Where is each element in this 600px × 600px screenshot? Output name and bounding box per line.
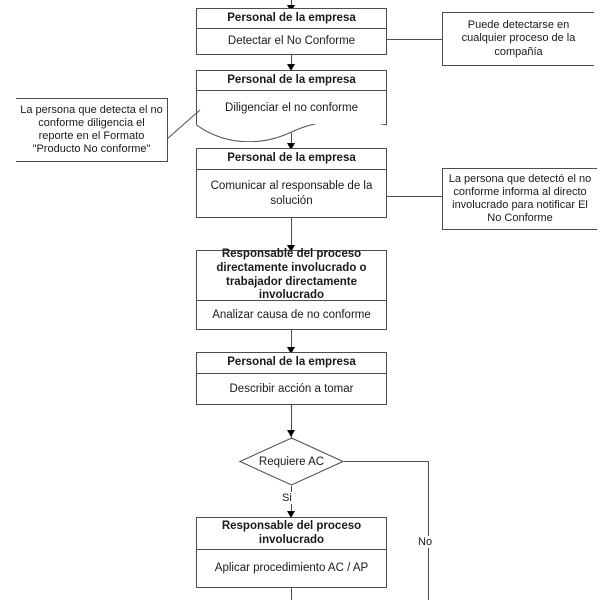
node-6-body: Aplicar procedimiento AC / AP	[214, 562, 369, 575]
edge-label-no: No	[417, 536, 434, 548]
connector-note2-to-node2	[166, 109, 201, 140]
arrowhead-into-decision	[286, 430, 295, 437]
node-4-header: Responsable del proceso directamente inv…	[197, 248, 386, 301]
arrowhead-into-node-4	[286, 245, 295, 252]
note-persona-detecto-informa: La persona que detectó el no conforme in…	[442, 168, 597, 230]
connector-node6-down	[291, 588, 292, 600]
connector-node1-to-node2	[291, 55, 292, 67]
connector-decision-no-vertical	[428, 461, 429, 600]
node-2-body: Diligenciar el no conforme	[225, 101, 358, 114]
node-describir-accion[interactable]: Personal de la empresa Describir acción …	[196, 352, 387, 405]
connector-node2-to-node3	[291, 133, 292, 149]
node-3-header: Personal de la empresa	[197, 149, 386, 170]
arrowhead-into-node-2	[286, 64, 295, 71]
node-detectar-no-conforme[interactable]: Personal de la empresa Detectar el No Co…	[196, 8, 387, 55]
connector-node3-to-note3	[387, 196, 442, 197]
node-5-header: Personal de la empresa	[197, 353, 386, 374]
node-1-body: Detectar el No Conforme	[227, 35, 356, 48]
node-diligenciar-no-conforme[interactable]: Personal de la empresa Diligenciar el no…	[196, 70, 387, 125]
connector-top-in	[291, 0, 292, 8]
edge-label-yes: Si	[281, 492, 293, 504]
node-3-body: Comunicar al responsable de la solución	[210, 180, 373, 207]
note-puede-detectarse: Puede detectarse en cualquier proceso de…	[442, 12, 594, 66]
connector-node4-to-node5	[291, 330, 292, 355]
node-aplicar-procedimiento[interactable]: Responsable del proceso involucrado Apli…	[196, 517, 387, 588]
arrowhead-into-node-6	[286, 511, 295, 518]
diamond-shape-icon	[239, 437, 344, 486]
node-2-header: Personal de la empresa	[197, 71, 386, 91]
connector-decision-no-horizontal	[344, 461, 429, 462]
arrowhead-into-node-3	[286, 143, 295, 150]
note-2-text: La persona que detecta el no conforme di…	[20, 103, 163, 156]
node-diligenciar-no-conforme-wrap: Personal de la empresa Diligenciar el no…	[196, 70, 387, 142]
document-wavy-bottom-icon	[196, 124, 387, 142]
note-persona-diligencia-reporte: La persona que detecta el no conforme di…	[16, 98, 168, 162]
connector-node5-to-decision	[291, 405, 292, 438]
node-comunicar-responsable[interactable]: Personal de la empresa Comunicar al resp…	[196, 148, 387, 218]
node-1-header: Personal de la empresa	[197, 9, 386, 29]
arrowhead-into-node-5	[286, 347, 295, 354]
node-analizar-causa[interactable]: Responsable del proceso directamente inv…	[196, 248, 387, 330]
node-6-header: Responsable del proceso involucrado	[197, 518, 386, 550]
note-1-text: Puede detectarse en cualquier proceso de…	[461, 19, 576, 58]
connector-node3-to-node4	[291, 218, 292, 252]
connector-node1-to-note1	[387, 39, 442, 40]
node-4-body: Analizar causa de no conforme	[212, 308, 371, 321]
note-3-text: La persona que detectó el no conforme in…	[448, 172, 592, 225]
node-5-body: Describir acción a tomar	[229, 382, 354, 395]
decision-requiere-ac[interactable]: Requiere AC	[239, 437, 344, 486]
decision-label: Requiere AC	[258, 455, 325, 468]
